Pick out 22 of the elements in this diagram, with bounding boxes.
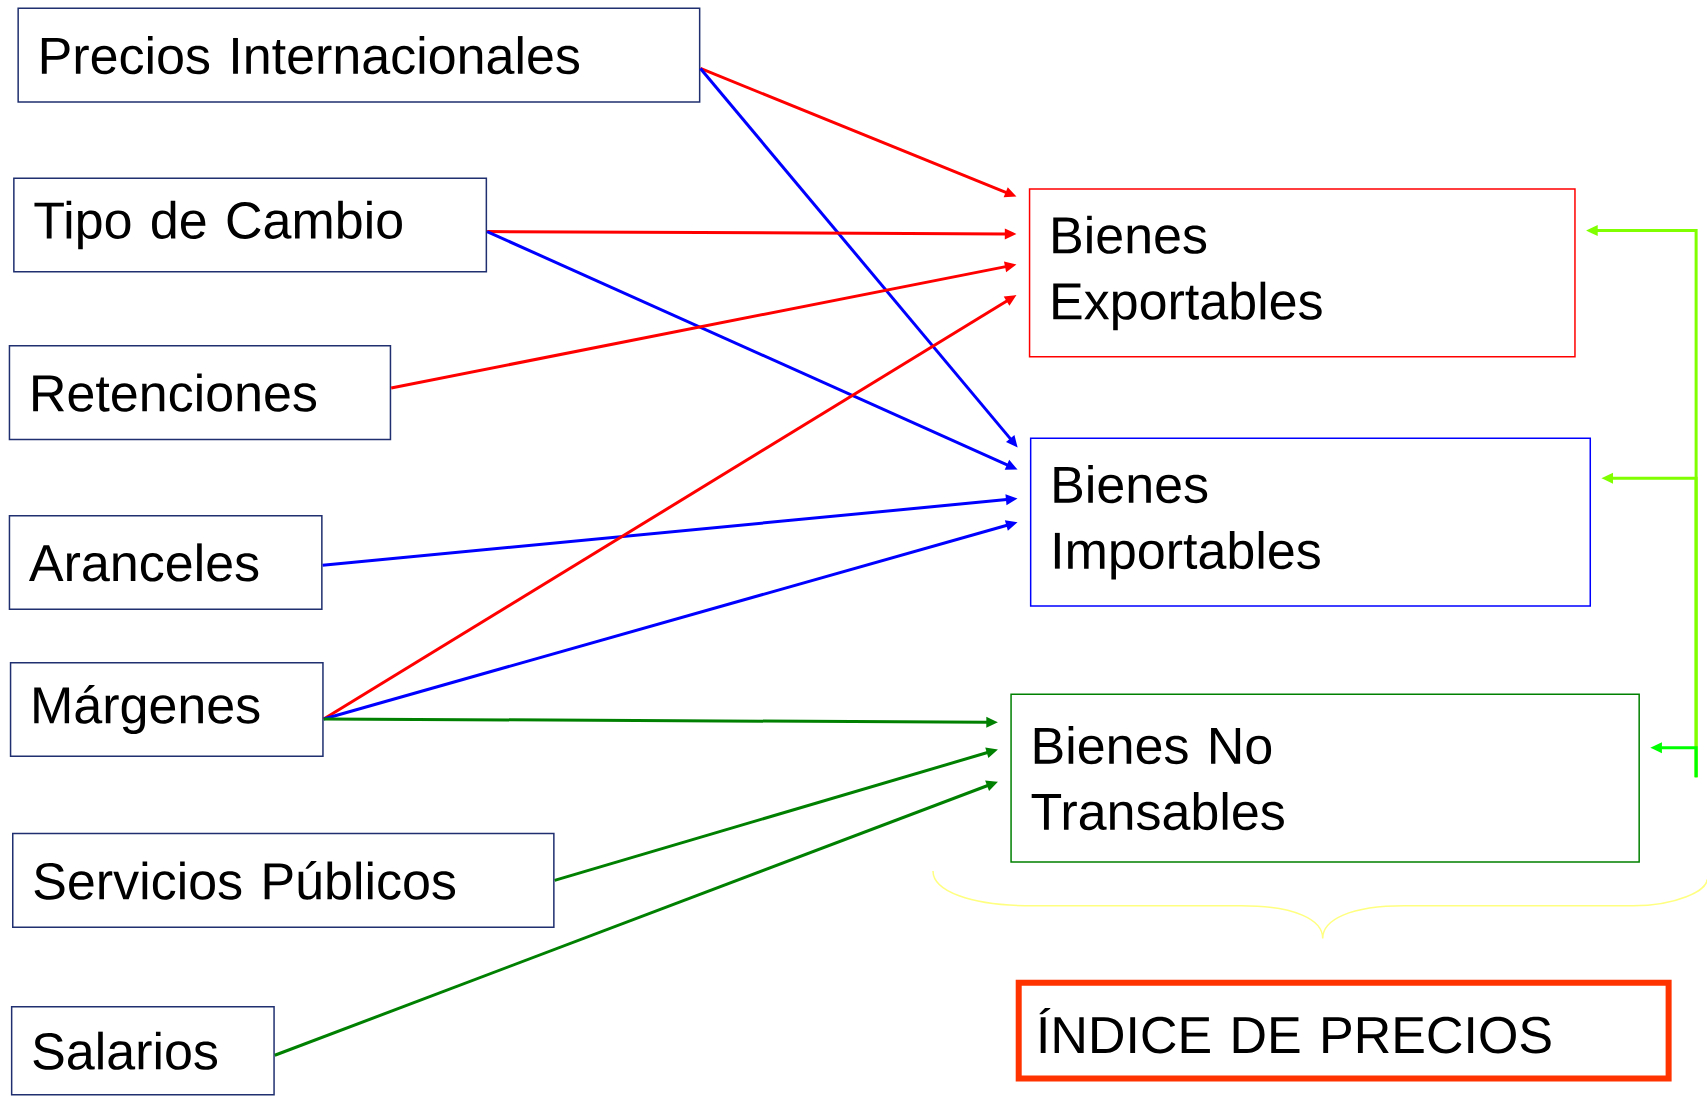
box-text: Salarios bbox=[33, 1031, 218, 1070]
box-text: Bienes No Transables bbox=[1031, 726, 1284, 831]
category-box bbox=[1028, 188, 1576, 358]
label-box bbox=[9, 661, 324, 757]
box-text: Márgenes bbox=[34, 684, 260, 734]
label-box bbox=[10, 1005, 275, 1096]
box-text: Bienes Importables bbox=[1054, 464, 1320, 580]
box-text: Precios Internacionales bbox=[41, 36, 579, 75]
box-text: Aranceles bbox=[29, 543, 259, 582]
label-box bbox=[13, 177, 488, 273]
label-box bbox=[8, 514, 323, 610]
box-text: Servicios Públicos bbox=[34, 860, 456, 900]
box-text: Bienes Exportables bbox=[1053, 215, 1322, 331]
box-text: Tipo de Cambio bbox=[34, 200, 402, 250]
index-box bbox=[1015, 979, 1672, 1082]
category-box bbox=[1010, 693, 1640, 863]
label-box bbox=[17, 7, 701, 103]
box-text: Retenciones bbox=[33, 373, 317, 412]
category-box bbox=[1029, 437, 1591, 607]
label-box bbox=[8, 345, 392, 441]
label-box bbox=[12, 832, 555, 928]
box-text: ÍNDICE DE PRECIOS bbox=[1039, 1007, 1551, 1054]
